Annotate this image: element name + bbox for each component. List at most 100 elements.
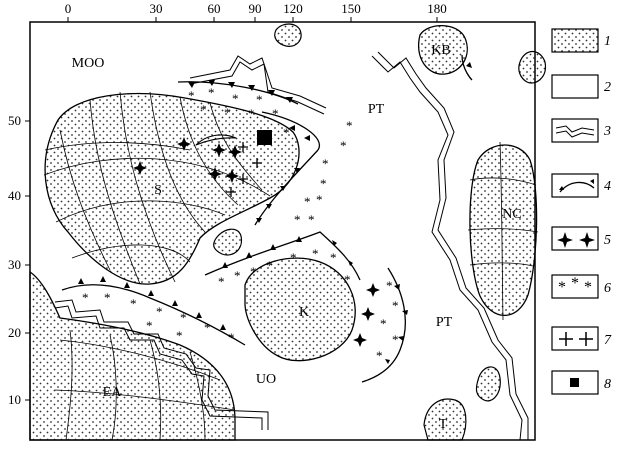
top-tick-60: 60 — [208, 1, 221, 16]
svg-text:*: * — [330, 250, 337, 265]
svg-text:*: * — [232, 91, 239, 106]
svg-text:*: * — [266, 258, 273, 273]
svg-text:*: * — [380, 316, 387, 331]
svg-text:*: * — [304, 194, 311, 209]
label-uo: UO — [256, 372, 276, 387]
svg-text:*: * — [346, 118, 353, 133]
top-tick-120: 120 — [283, 1, 303, 16]
top-ticks — [67, 17, 438, 22]
svg-text:*: * — [224, 105, 231, 120]
svg-text:*: * — [188, 88, 195, 103]
label-t: T — [439, 417, 448, 432]
svg-text:*: * — [320, 176, 327, 191]
label-k: K — [299, 305, 309, 320]
suture-central-east — [371, 51, 529, 441]
block-t — [423, 398, 467, 441]
legend-square-icon — [570, 378, 579, 387]
top-tick-30: 30 — [150, 1, 163, 16]
svg-text:*: * — [218, 274, 225, 289]
left-tick-50: 50 — [8, 113, 21, 128]
svg-text:*: * — [82, 290, 89, 305]
label-nc: NC — [502, 207, 521, 222]
legend-number-8: 8 — [604, 377, 611, 392]
svg-text:*: * — [208, 85, 215, 100]
block-k — [244, 257, 356, 362]
svg-text:*: * — [386, 278, 393, 293]
legend-number-3: 3 — [603, 124, 611, 139]
svg-text:*: * — [376, 348, 383, 363]
top-tick-0: 0 — [65, 1, 72, 16]
svg-text:*: * — [308, 212, 315, 227]
left-tick-30: 30 — [8, 257, 21, 272]
svg-text:*: * — [290, 250, 297, 265]
legend-number-2: 2 — [604, 80, 611, 95]
block-s — [43, 91, 300, 285]
svg-text:*: * — [250, 264, 257, 279]
svg-text:*: * — [104, 290, 111, 305]
suture-north — [189, 55, 327, 115]
svg-text:*: * — [130, 296, 137, 311]
svg-text:*: * — [392, 298, 399, 313]
svg-text:*: * — [176, 328, 183, 343]
svg-text:*: * — [294, 212, 301, 227]
svg-text:*: * — [272, 106, 279, 121]
svg-text:*: * — [248, 106, 255, 121]
svg-text:*: * — [316, 192, 323, 207]
left-ticks — [25, 120, 30, 401]
label-ea: EA — [103, 385, 123, 400]
svg-text:*: * — [180, 310, 187, 325]
label-s: S — [154, 183, 162, 198]
label-pt-south: PT — [436, 315, 453, 330]
legend: 1 2 3 4 5 *** 6 7 8 — [551, 28, 612, 395]
legend-suture-icon — [555, 125, 595, 138]
svg-text:*: * — [156, 304, 163, 319]
star-marks — [133, 137, 380, 347]
svg-text:*: * — [312, 246, 319, 261]
legend-number-6: 6 — [604, 281, 611, 296]
top-tick-180: 180 — [427, 1, 447, 16]
svg-text:*: * — [204, 320, 211, 335]
left-tick-10: 10 — [8, 392, 21, 407]
legend-cross-icon — [559, 332, 593, 346]
block-small-top-2 — [518, 50, 547, 84]
label-kb: KB — [431, 43, 450, 58]
svg-text:*: * — [283, 125, 290, 140]
black-square-mark — [257, 130, 272, 145]
legend-swatch-6 — [551, 274, 599, 299]
cross-marks — [226, 142, 262, 197]
legend-asterisk-icon: * * * — [558, 275, 592, 296]
top-tick-150: 150 — [341, 1, 361, 16]
svg-text:*: * — [344, 272, 351, 287]
thrust-barbs — [78, 62, 472, 364]
legend-number-1: 1 — [604, 34, 611, 49]
svg-text:*: * — [234, 268, 241, 283]
svg-text:*: * — [256, 92, 263, 107]
legend-swatch-5 — [551, 226, 599, 251]
left-tick-20: 20 — [8, 325, 21, 340]
block-ea — [29, 270, 236, 441]
block-small-top-1 — [274, 23, 302, 47]
label-pt-north: PT — [368, 102, 385, 117]
lens-shape — [195, 134, 237, 146]
label-moo: MOO — [72, 56, 105, 71]
left-tick-40: 40 — [8, 188, 21, 203]
svg-text:*: * — [584, 279, 592, 296]
legend-swatch-4 — [551, 173, 599, 198]
svg-text:*: * — [322, 156, 329, 171]
svg-text:*: * — [228, 330, 235, 345]
block-small-east — [475, 366, 501, 402]
legend-star-icon — [557, 232, 595, 248]
legend-number-5: 5 — [604, 233, 611, 248]
svg-text:*: * — [340, 138, 347, 153]
legend-number-4: 4 — [604, 179, 611, 194]
suture-south — [54, 299, 269, 430]
top-tick-90: 90 — [249, 1, 262, 16]
legend-thrust-barb-icon — [559, 179, 594, 190]
svg-text:*: * — [558, 279, 566, 296]
block-nc — [467, 141, 539, 321]
legend-swatch-1 — [551, 28, 599, 53]
legend-swatch-2 — [551, 74, 599, 99]
svg-text:*: * — [571, 275, 579, 292]
